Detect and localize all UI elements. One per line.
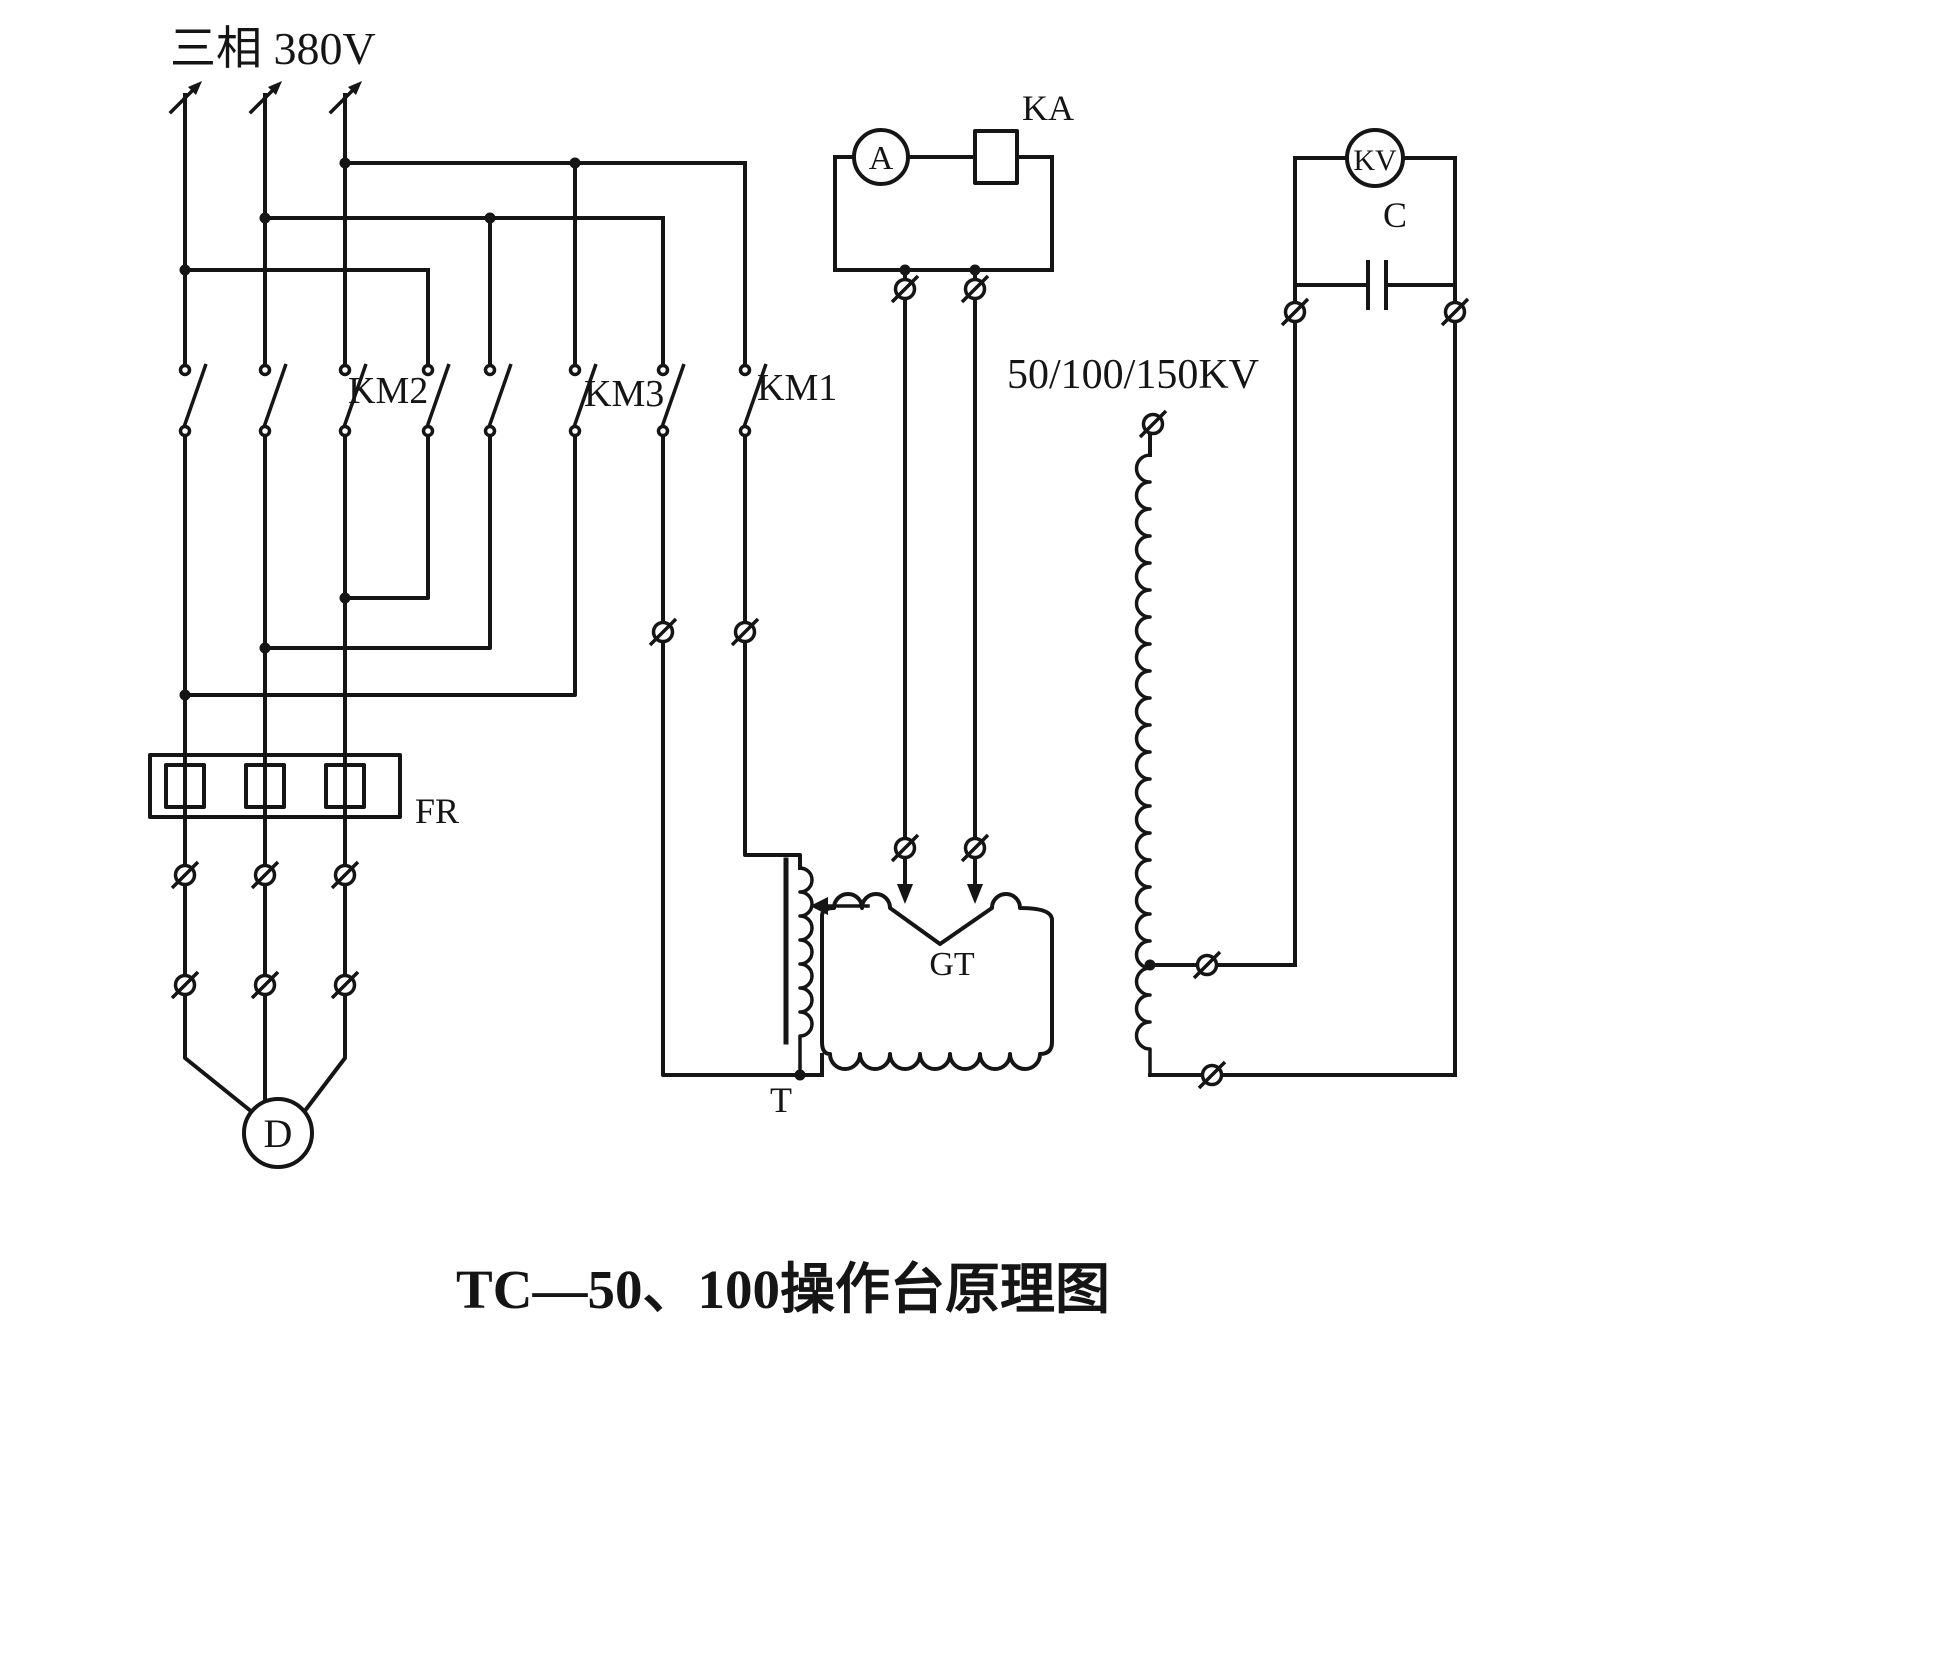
transformer-label: T (770, 1080, 792, 1120)
km2-label: KM2 (348, 370, 428, 412)
gt-pointer-arrow-icon (810, 897, 828, 915)
terminal-icon (1138, 409, 1168, 439)
terminal-icon (1440, 297, 1470, 327)
capacitor-label: C (1383, 195, 1407, 235)
motor-icon (242, 1097, 314, 1169)
fr-element-2 (244, 763, 286, 809)
km3-label: KM3 (584, 373, 664, 415)
contact-returns (183, 433, 577, 697)
km2-contact-1 (178, 362, 208, 438)
junction-dots (179, 157, 1156, 1081)
terminal-icon (1197, 1060, 1227, 1090)
motor-branch (183, 433, 347, 1115)
supply-terminal-icon (168, 85, 358, 115)
terminal-icon (890, 274, 920, 304)
voltmeter-label: KV (1353, 144, 1397, 177)
diagram-title: TC—50、100操作台原理图 (456, 1259, 1110, 1320)
fr-relay-box (148, 753, 402, 819)
gt-brush-lines (903, 268, 977, 888)
supply-arrow-icon (348, 81, 362, 95)
terminal-icon (960, 833, 990, 863)
km1-to-transformer (661, 433, 824, 1077)
distribution-rows (183, 161, 747, 272)
voltmeter-loop (1293, 156, 1457, 1077)
terminal-icon (960, 274, 990, 304)
contact-feeds (426, 161, 747, 367)
ammeter-label: A (869, 140, 894, 177)
wiring (148, 85, 1457, 1169)
supply-voltage-label: 三相 380V (170, 23, 376, 74)
hv-output-label: 50/100/150KV (1007, 352, 1259, 398)
diagram-labels: 三相 380V KM2 KM3 KM1 FR D A KA GT T KV C … (170, 23, 1407, 1320)
terminal-icon (170, 970, 200, 1000)
terminal-icon (730, 617, 760, 647)
ammeter-loop (833, 155, 1054, 272)
terminal-icon (648, 617, 678, 647)
arrowheads (188, 81, 983, 915)
ka-label: KA (1022, 88, 1074, 128)
terminal-icon (1192, 950, 1222, 980)
contactor-contacts (178, 362, 768, 438)
motor-label: D (264, 1111, 293, 1156)
fr-label: FR (415, 791, 459, 831)
capacitor-icon (1366, 260, 1388, 310)
supply-lines (183, 93, 347, 367)
hv-winding (1134, 453, 1152, 1077)
gt-brush-arrow-icon (967, 884, 983, 904)
terminal-icon (250, 970, 280, 1000)
terminal-icon (330, 860, 360, 890)
gt-body (820, 892, 1054, 1071)
terminal-icon (170, 860, 200, 890)
fr-element-3 (324, 763, 366, 809)
voltmeter-icon (1345, 128, 1405, 188)
km1-label: KM1 (757, 367, 837, 409)
terminal-icon (250, 860, 280, 890)
km3-contact-1 (483, 362, 513, 438)
fr-element-1 (164, 763, 206, 809)
ka-relay-box (973, 129, 1019, 185)
gt-brush-arrow-icon (897, 884, 913, 904)
supply-arrow-icon (268, 81, 282, 95)
ammeter-icon (852, 128, 910, 186)
terminal-icon (890, 833, 920, 863)
transformer-winding (798, 866, 814, 1077)
supply-arrow-icon (188, 81, 202, 95)
gt-label: GT (929, 946, 975, 983)
terminal-icon (330, 970, 360, 1000)
km2-contact-2 (258, 362, 288, 438)
terminal-icon (1280, 297, 1310, 327)
